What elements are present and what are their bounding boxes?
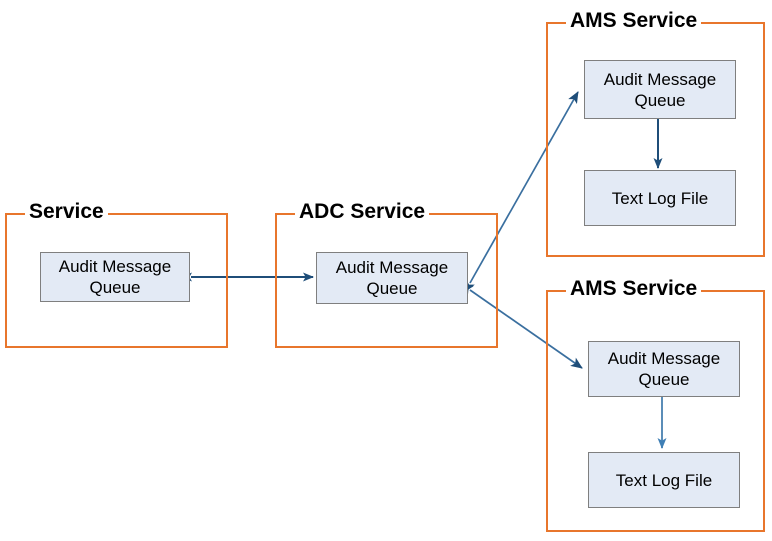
- node-label: Text Log File: [611, 188, 709, 208]
- node-label: Audit Message Queue: [607, 349, 721, 389]
- node-ams-top-audit-message-queue[interactable]: Audit Message Queue: [584, 60, 736, 119]
- group-ams-service-bottom-label: AMS Service: [566, 277, 702, 301]
- node-ams-bottom-text-log-file[interactable]: Text Log File: [588, 452, 740, 508]
- node-ams-bottom-audit-message-queue[interactable]: Audit Message Queue: [588, 341, 740, 397]
- node-label: Text Log File: [615, 470, 713, 490]
- group-service-label: Service: [25, 200, 108, 224]
- node-label: Audit Message Queue: [603, 69, 717, 110]
- node-ams-top-text-log-file[interactable]: Text Log File: [584, 170, 736, 226]
- group-adc-service: ADC Service Audit Message Queue: [275, 200, 498, 348]
- group-ams-service-top: AMS Service Audit Message Queue Text Log…: [546, 9, 765, 257]
- node-label: Audit Message Queue: [58, 257, 172, 297]
- group-adc-service-label: ADC Service: [295, 200, 430, 224]
- group-ams-service-top-label: AMS Service: [566, 9, 702, 33]
- node-adc-audit-message-queue[interactable]: Audit Message Queue: [316, 252, 468, 304]
- node-service-audit-message-queue[interactable]: Audit Message Queue: [40, 252, 190, 302]
- group-service: Service Audit Message Queue: [5, 200, 228, 348]
- group-ams-service-bottom: AMS Service Audit Message Queue Text Log…: [546, 277, 765, 532]
- node-label: Audit Message Queue: [335, 258, 449, 298]
